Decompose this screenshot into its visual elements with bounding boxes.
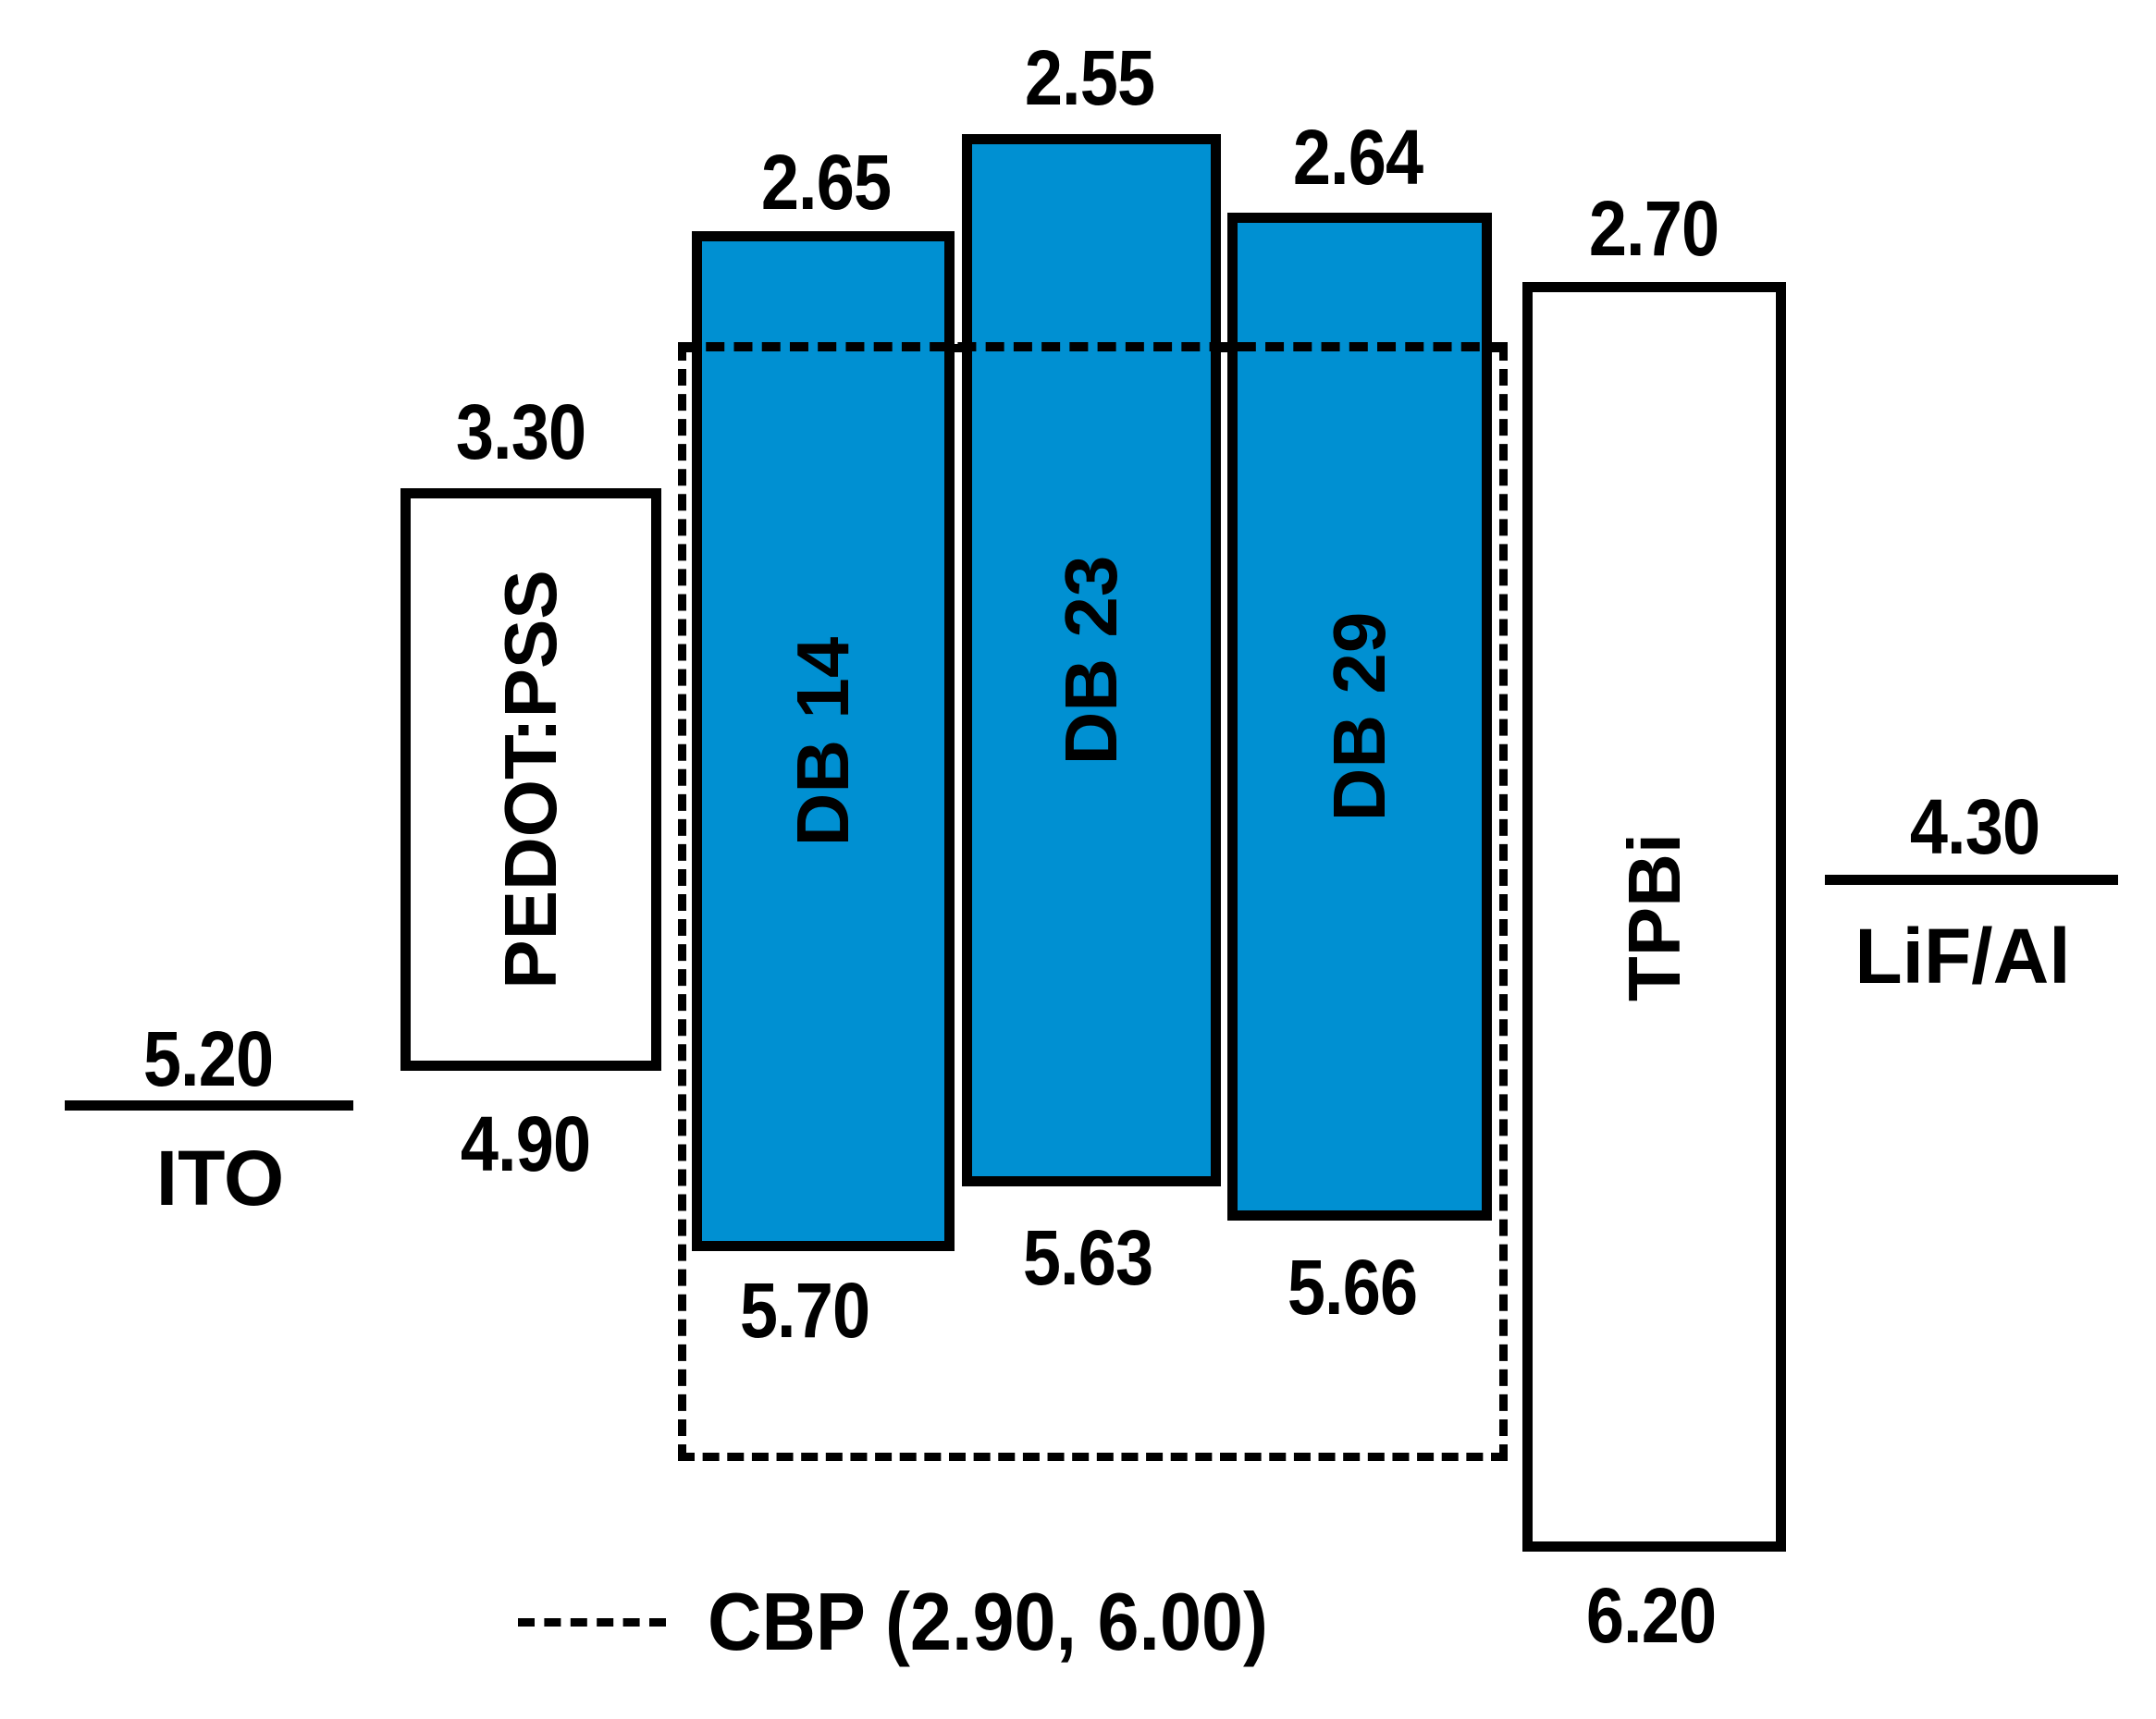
db23-emitter-box: DB 23 [962,134,1221,1186]
pedot-homo-value: 4.90 [460,1100,591,1187]
tpbi-lumo-value: 2.70 [1588,185,1719,272]
tpbi-layer-box: TPBi [1522,282,1786,1552]
ito-label: ITO [155,1135,285,1222]
db23-homo-value: 5.63 [1022,1214,1153,1301]
pedot-pss-layer-box: PEDOT:PSS [400,488,661,1071]
db29-lumo-value: 2.64 [1292,114,1423,201]
db14-homo-value: 5.70 [739,1267,870,1354]
legend-cbp-label: CBP (2.90, 6.00) [708,1576,1269,1667]
lifal-energy-line [1825,875,2118,885]
db23-lumo-value: 2.55 [1024,34,1155,121]
legend-dashed-line-icon [518,1618,666,1627]
db23-label: DB 23 [1050,555,1132,766]
ito-work-function-value: 5.20 [142,1015,274,1102]
pedot-pss-label: PEDOT:PSS [489,570,572,989]
tpbi-label: TPBi [1612,832,1695,1001]
db29-emitter-box: DB 29 [1227,213,1492,1221]
cbp-lumo-dashed-line [678,342,1508,351]
db14-emitter-box: DB 14 [692,231,955,1251]
db14-lumo-value: 2.65 [760,139,892,226]
db29-label: DB 29 [1318,611,1400,822]
lifal-label: LiF/Al [1854,913,2071,1000]
tpbi-homo-value: 6.20 [1585,1572,1717,1659]
db29-homo-value: 5.66 [1287,1244,1418,1331]
db14-label: DB 14 [782,636,864,846]
lifal-work-function-value: 4.30 [1909,783,2040,870]
ito-energy-line [65,1100,353,1111]
pedot-lumo-value: 3.30 [455,388,586,475]
